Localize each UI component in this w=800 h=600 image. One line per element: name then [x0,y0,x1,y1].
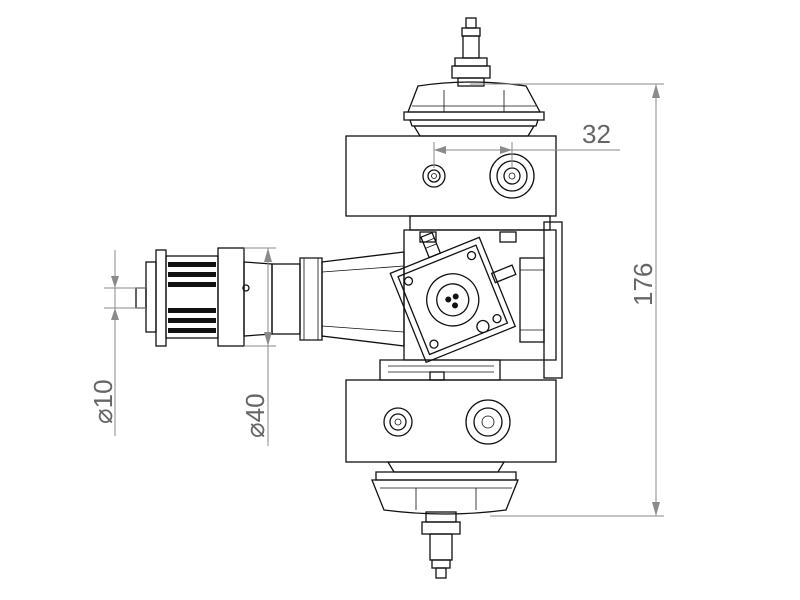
top-spark-plug [451,17,491,87]
top-cylinder-head [403,81,545,137]
dimension-diameter-10: ⌀10 [88,250,146,436]
air-filter [135,247,273,347]
lower-cylinder-block [345,379,557,463]
dimension-label-176: 176 [628,263,658,306]
bottom-cylinder-head [371,461,519,515]
dimension-176: 176 [470,83,664,517]
intake-manifold [271,251,405,347]
dimension-32: 32 [433,119,620,168]
dimension-label-diameter-40: ⌀40 [240,393,270,438]
dimension-diameter-40: ⌀40 [240,247,276,446]
dimension-label-diameter-10: ⌀10 [88,379,118,424]
dimension-label-32: 32 [582,119,611,149]
carburetor [389,231,517,364]
bottom-spark-plug [421,511,461,579]
upper-cylinder-block [345,135,557,217]
